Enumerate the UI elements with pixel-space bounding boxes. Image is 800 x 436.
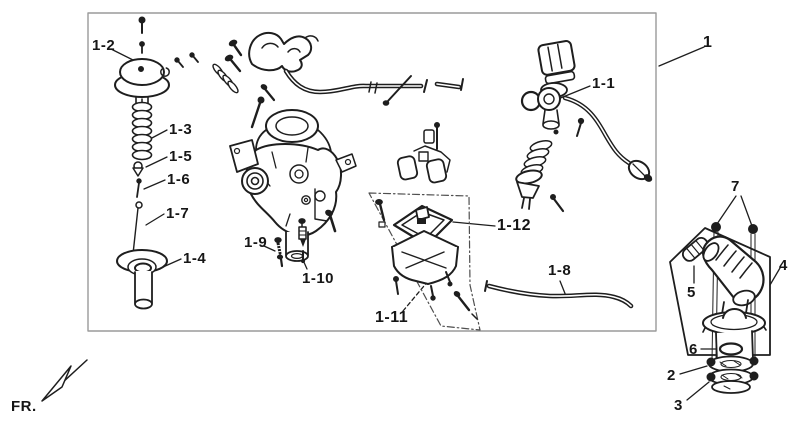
part-label-1-8: 1-8 [548,262,572,279]
needle-rod-drawing [132,201,143,255]
part-label-1-1: 1-1 [592,75,616,92]
part-label-1-7: 1-7 [166,205,190,222]
front-direction-arrow [41,359,88,402]
intake-pipe-drawing [702,299,767,363]
bowl-gasket-drawing [392,204,454,247]
top-screws-and-spring-drawing [160,39,276,102]
part-label-1-2: 1-2 [92,37,116,54]
part-label-1-11: 1-11 [375,309,409,326]
pilot-screw-set-drawing [274,237,284,268]
part-label-7: 7 [731,178,740,195]
needle-clip-drawing [132,161,144,177]
compression-spring-drawing [131,98,153,161]
air-duct-drawing [681,235,765,307]
part-label-1-6: 1-6 [167,171,191,188]
part-label-6: 6 [689,341,698,358]
insulator-gaskets-drawing [706,355,759,394]
part-label-3: 3 [674,397,683,414]
starter-valve-drawing [515,140,565,213]
part-label-5: 5 [687,284,696,301]
diagram-frame [87,12,657,332]
main-jet-set-drawing [298,188,337,264]
jet-needle-drawing [136,178,142,198]
vent-hose-drawing [283,68,464,106]
float-bowl-enclosure [368,192,481,331]
part-label-1-3: 1-3 [169,121,193,138]
part-label-1-12: 1-12 [497,217,532,234]
part-label-4: 4 [779,257,788,274]
auto-bystarter-drawing [520,40,653,182]
vacuum-chamber-cover-drawing [114,16,170,104]
front-direction-label: FR. [11,398,37,415]
part-label-1-9: 1-9 [244,234,268,251]
part-label-1: 1 [703,34,713,51]
vacuum-piston-drawing [116,249,168,310]
float-bowl-drawing [375,199,478,320]
o-ring-drawing [718,342,744,356]
part-label-1-10: 1-10 [302,270,335,287]
part-label-2: 2 [667,367,676,384]
float-assembly-drawing [396,122,451,184]
part-label-1-4: 1-4 [183,250,207,267]
cable-bracket-drawing [248,31,319,73]
fuel-hose-drawing [484,280,634,309]
part-label-1-5: 1-5 [169,148,193,165]
